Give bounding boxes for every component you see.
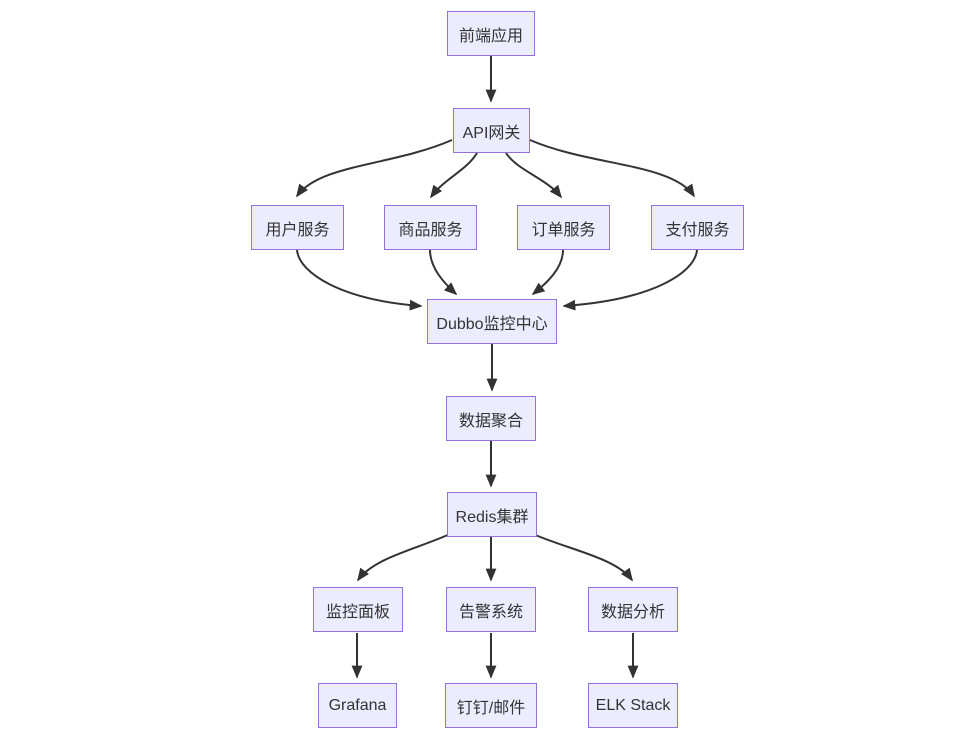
node-order-service: 订单服务 bbox=[517, 205, 610, 250]
node-elk-stack: ELK Stack bbox=[588, 683, 678, 728]
edge-api-gateway-user-service bbox=[296, 139, 453, 198]
edge-redis-cluster-data-analysis bbox=[532, 533, 633, 582]
node-dingtalk-email: 钉钉/邮件 bbox=[445, 683, 537, 728]
node-monitor-dashboard: 监控面板 bbox=[313, 587, 403, 632]
edge-api-gateway-product-service bbox=[430, 152, 478, 199]
node-data-analysis: 数据分析 bbox=[588, 587, 678, 632]
edge-api-gateway-order-service bbox=[505, 152, 563, 199]
node-product-service: 商品服务 bbox=[384, 205, 477, 250]
edge-payment-service-dubbo-monitor bbox=[562, 249, 698, 311]
node-grafana: Grafana bbox=[318, 683, 397, 728]
node-redis-cluster: Redis集群 bbox=[447, 492, 537, 537]
edge-redis-cluster-monitor-dashboard bbox=[357, 533, 451, 582]
node-data-aggregation: 数据聚合 bbox=[446, 396, 536, 441]
node-payment-service: 支付服务 bbox=[651, 205, 744, 250]
node-dubbo-monitor: Dubbo监控中心 bbox=[427, 299, 557, 344]
node-api-gateway: API网关 bbox=[453, 108, 530, 153]
edge-product-service-dubbo-monitor bbox=[429, 249, 458, 296]
node-frontend: 前端应用 bbox=[447, 11, 535, 56]
edge-api-gateway-payment-service bbox=[529, 139, 695, 198]
node-alert-system: 告警系统 bbox=[446, 587, 536, 632]
node-user-service: 用户服务 bbox=[251, 205, 344, 250]
edge-user-service-dubbo-monitor bbox=[296, 249, 423, 311]
edge-order-service-dubbo-monitor bbox=[531, 249, 564, 296]
